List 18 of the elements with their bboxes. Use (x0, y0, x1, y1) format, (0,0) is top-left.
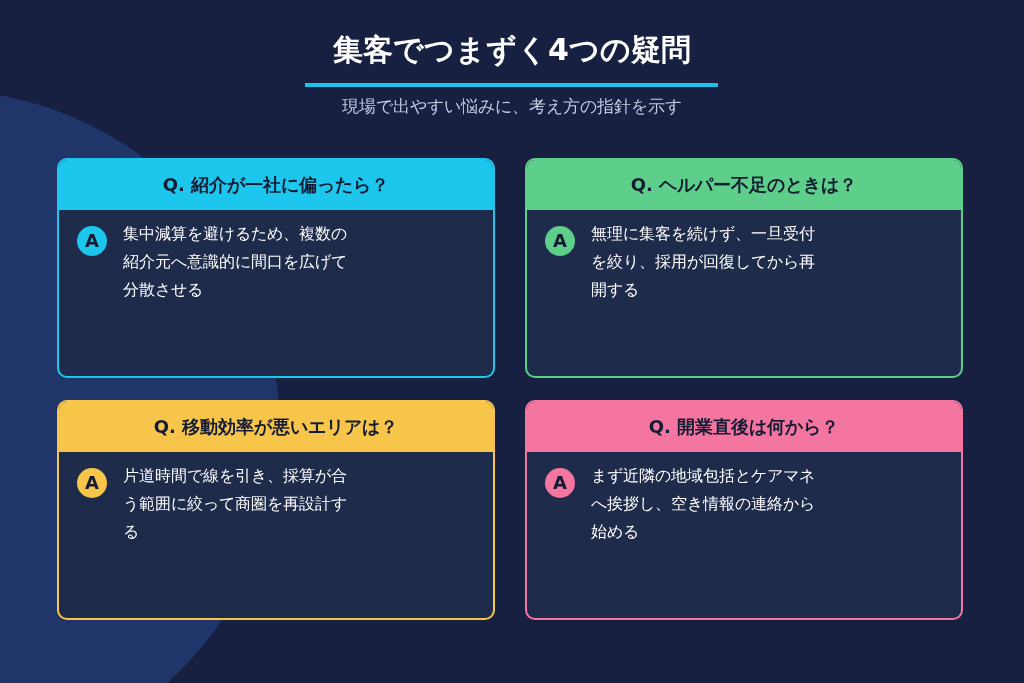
question-header: Q. 紹介が一社に偏ったら？ (59, 160, 493, 210)
question-header: Q. 開業直後は何から？ (527, 402, 961, 452)
answer-text: 無理に集客を続けず、一旦受付を絞り、採用が回復してから再開する (591, 223, 816, 301)
qa-card (57, 400, 495, 620)
answer-badge: A (545, 226, 575, 256)
answer-badge: A (77, 468, 107, 498)
answer-text: 集中減算を避けるため、複数の紹介元へ意識的に間口を広げて分散させる (123, 223, 348, 301)
qa-card (525, 400, 963, 620)
answer-text: まず近隣の地域包括とケアマネへ挨拶し、空き情報の連絡から始める (591, 465, 816, 543)
page-title: 集客でつまずく4つの疑問 (332, 31, 692, 69)
question-header: Q. 移動効率が悪いエリアは？ (59, 402, 493, 452)
answer-text: 片道時間で線を引き、採算が合う範囲に絞って商圏を再設計する (123, 465, 348, 543)
answer-badge: A (545, 468, 575, 498)
answer-badge: A (77, 226, 107, 256)
qa-card (57, 158, 495, 378)
qa-card (525, 158, 963, 378)
question-header: Q. ヘルパー不足のときは？ (527, 160, 961, 210)
subtitle-text: 現場で出やすい悩みに、考え方の指針を示す (341, 95, 683, 118)
